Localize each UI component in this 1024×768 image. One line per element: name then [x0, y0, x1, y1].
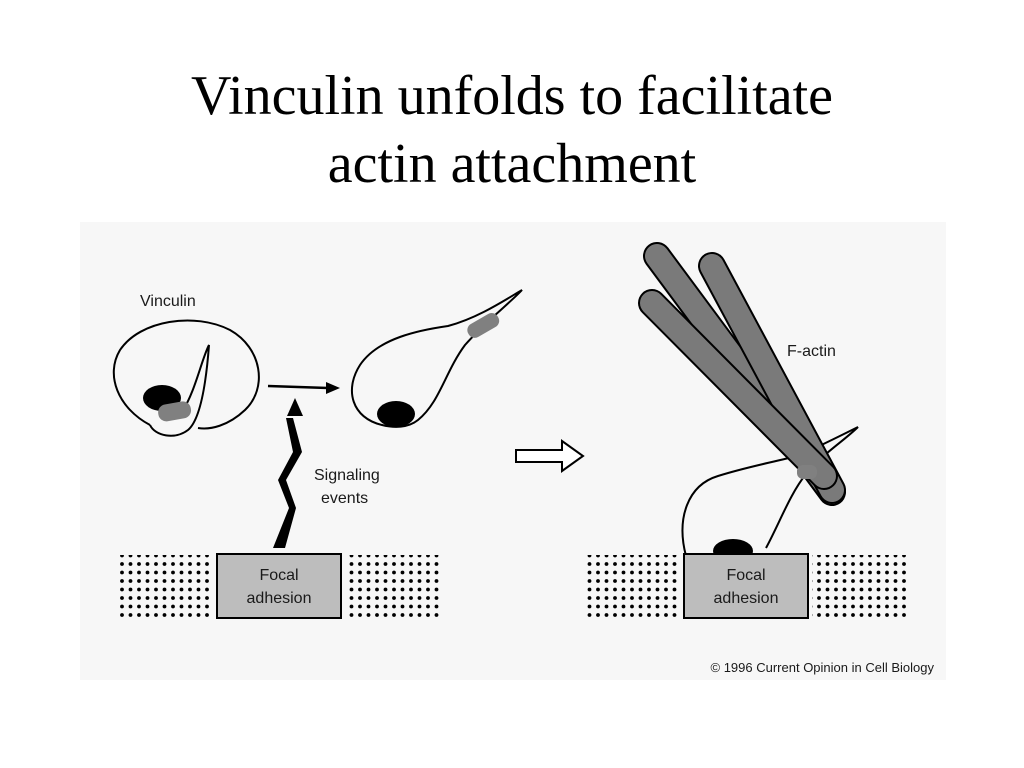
- folded-vinculin-outline: [112, 319, 260, 430]
- focal-adhesion-left-line-2: adhesion: [247, 590, 312, 607]
- membrane-dots-left-2: [345, 555, 440, 617]
- signaling-arrow: [273, 398, 303, 548]
- f-actin-filaments: [638, 242, 846, 506]
- vinculin-label: Vinculin: [140, 293, 196, 310]
- membrane-dots-right-2: [812, 555, 908, 617]
- focal-adhesion-box-left: [216, 553, 342, 619]
- transition-arrow: [267, 382, 340, 394]
- focal-adhesion-box-right: [683, 553, 809, 619]
- f-actin-label: F-actin: [787, 343, 836, 360]
- hollow-process-arrow: [515, 439, 585, 473]
- unfolded-vinculin: [351, 289, 523, 428]
- copyright-notice: © 1996 Current Opinion in Cell Biology: [711, 660, 935, 675]
- focal-adhesion-left-line-1: Focal: [259, 567, 298, 584]
- unfolded-vinculin-outline: [351, 289, 523, 428]
- membrane-dots-right-1: [585, 555, 681, 617]
- title-line-1: Vinculin unfolds to facilitate: [190, 65, 834, 127]
- focal-adhesion-right-line-2: adhesion: [714, 590, 779, 607]
- slide-title: Vinculin unfolds to facilitate actin att…: [0, 62, 1024, 198]
- membrane-dots-left-1: [118, 555, 213, 617]
- unfolded-vinculin-head: [377, 401, 415, 427]
- signaling-label-line-1: Signaling: [314, 467, 380, 484]
- folded-vinculin-binding-site: [158, 401, 192, 422]
- signaling-label-line-2: events: [321, 490, 368, 507]
- attached-vinculin-binding-site: [797, 465, 817, 479]
- folded-vinculin: [112, 319, 260, 437]
- title-line-2: actin attachment: [327, 133, 697, 195]
- folded-vinculin-tail: [149, 344, 210, 437]
- unfolded-vinculin-binding-site: [467, 312, 500, 338]
- focal-adhesion-right-line-1: Focal: [726, 567, 765, 584]
